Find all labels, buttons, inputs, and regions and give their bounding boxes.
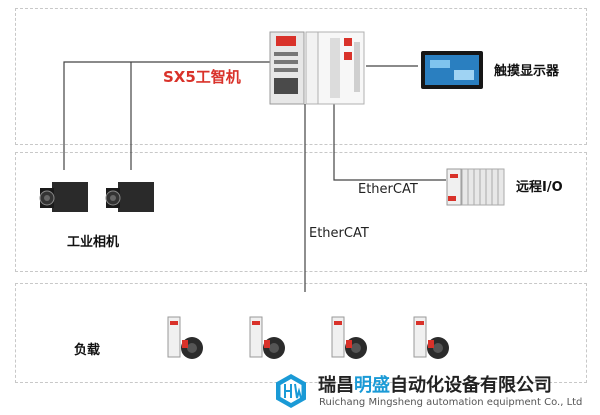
load-label: 负载 bbox=[74, 339, 100, 358]
controller-device bbox=[268, 30, 368, 106]
company-logo-icon bbox=[272, 372, 310, 410]
touch-display-image bbox=[420, 50, 484, 90]
company-name-highlight: 明盛 bbox=[354, 375, 390, 396]
servo-drive-2-image bbox=[248, 316, 292, 362]
company-name-suffix: 自动化设备有限公司 bbox=[390, 375, 552, 396]
remote-io-protocol-label: EtherCAT bbox=[358, 182, 418, 197]
touch-display-label: 触摸显示器 bbox=[494, 60, 559, 79]
remote-io-image bbox=[446, 166, 506, 208]
remote-io-link-line bbox=[334, 104, 446, 180]
company-name-en: Ruichang Mingsheng automation equipment … bbox=[319, 397, 582, 408]
camera-2-image bbox=[104, 180, 158, 216]
company-name-cn: 瑞昌明盛自动化设备有限公司 bbox=[318, 371, 552, 397]
controller-name: SX5工智机 bbox=[163, 66, 241, 87]
load-protocol-label: EtherCAT bbox=[309, 226, 369, 241]
servo-drive-3-image bbox=[330, 316, 374, 362]
camera-1-image bbox=[38, 180, 92, 216]
servo-drive-1-image bbox=[166, 316, 210, 362]
remote-io-label: 远程I/O bbox=[516, 176, 563, 195]
company-name-prefix: 瑞昌 bbox=[318, 375, 354, 396]
camera-label: 工业相机 bbox=[67, 231, 119, 250]
servo-drive-4-image bbox=[412, 316, 456, 362]
